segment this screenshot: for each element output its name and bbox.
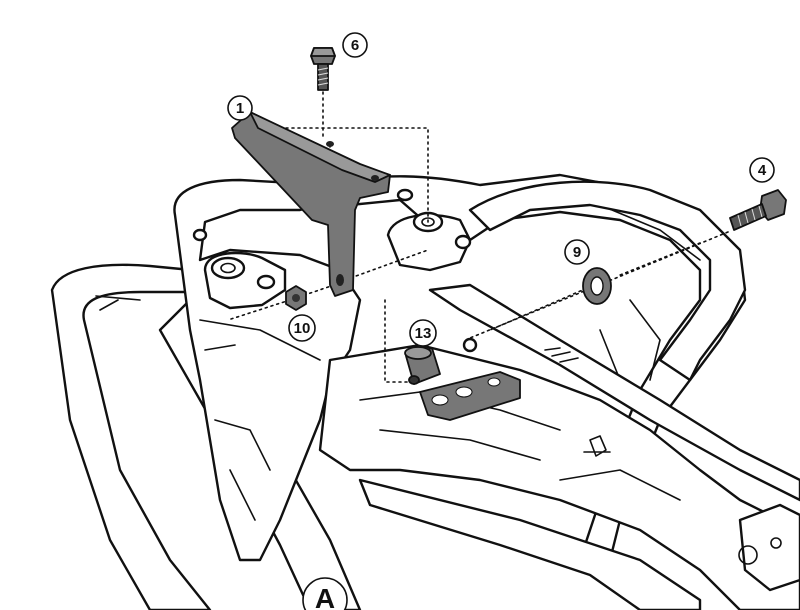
callout-13-label: 13: [415, 325, 432, 342]
callout-10-label: 10: [294, 320, 311, 337]
callout-4-label: 4: [758, 162, 767, 179]
section-letter: A: [315, 583, 335, 610]
washer-9: [582, 267, 612, 305]
callout-10: 10: [288, 314, 316, 342]
callout-4: 4: [749, 157, 775, 183]
mounting-bracket: [231, 111, 391, 297]
rear-mount-plate: [419, 337, 521, 421]
callout-9: 9: [564, 239, 590, 265]
callout-13: 13: [409, 319, 437, 347]
callout-9-label: 9: [573, 244, 581, 261]
callout-1-label: 1: [236, 100, 244, 117]
nut-10: [285, 285, 307, 311]
callout-6: 6: [342, 32, 368, 58]
vertical-bolt-6: [310, 47, 336, 91]
section-marker: A: [302, 577, 348, 610]
horizontal-bolt-4: [729, 189, 787, 231]
mount-bosses: [192, 188, 472, 310]
callout-6-label: 6: [351, 37, 359, 54]
spacer-13: [404, 346, 441, 385]
callout-1: 1: [227, 95, 253, 121]
